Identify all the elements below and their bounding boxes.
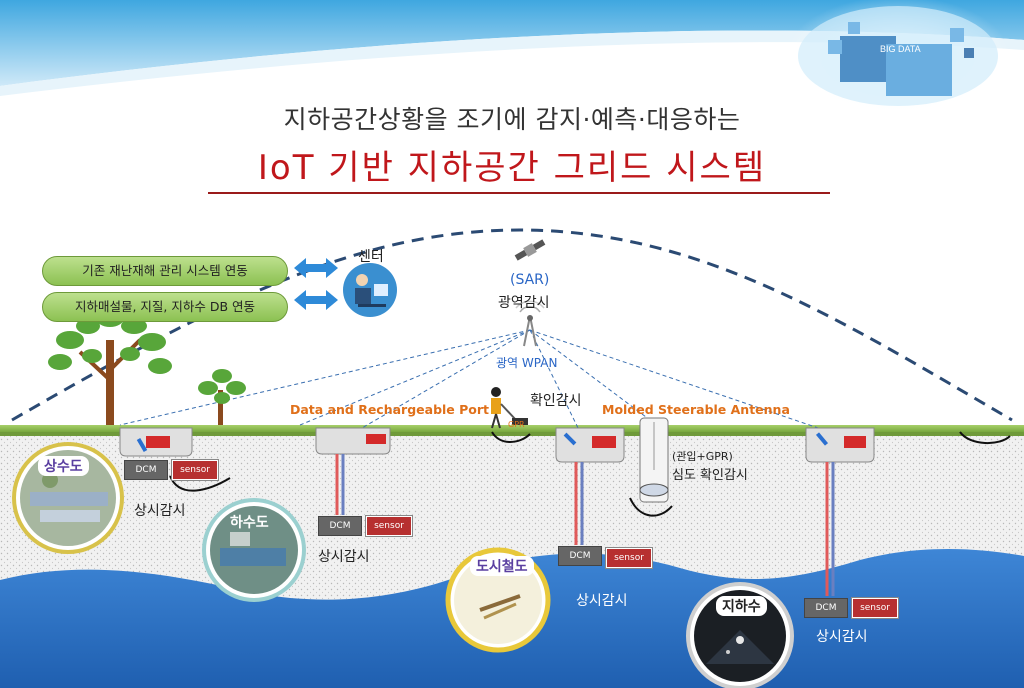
station-4-caption: 상시감시 xyxy=(816,629,868,645)
satellite-icon xyxy=(514,239,546,261)
station-3-housing xyxy=(555,427,625,545)
title-underline xyxy=(208,192,830,194)
facility-groundwater-label: 지하수 xyxy=(716,596,767,616)
page-subtitle: 지하공간상황을 조기에 감지·예측·대응하는 xyxy=(283,105,741,134)
station-4-sensor: sensor xyxy=(852,598,898,618)
gpr-tag: GPR xyxy=(508,420,525,429)
station-4-dcm: DCM xyxy=(804,598,848,618)
wpan-links xyxy=(119,329,831,436)
station-3-caption: 상시감시 xyxy=(576,593,628,609)
sar-label: (SAR) xyxy=(510,272,550,288)
station-2-caption: 상시감시 xyxy=(318,549,370,565)
big-data-label: BIG DATA xyxy=(880,44,921,54)
station-1-housing xyxy=(119,427,193,457)
manhole-gpr-label: (관입+GPR) xyxy=(672,450,733,463)
bidirectional-arrows xyxy=(294,258,338,310)
facility-subway xyxy=(445,547,551,653)
gpr-check-label: 확인감시 xyxy=(530,393,582,409)
tree-large xyxy=(48,309,172,425)
station-2-sensor: sensor xyxy=(366,516,412,536)
wpan-label: 광역 WPAN xyxy=(496,356,558,370)
deep-check-label: 심도 확인감시 xyxy=(672,468,748,483)
station-2-dcm: DCM xyxy=(318,516,362,536)
station-3-sensor: sensor xyxy=(606,548,652,568)
wpan-antenna xyxy=(515,300,545,347)
deep-probe-icon xyxy=(639,417,669,503)
center-label: 센터 xyxy=(358,249,384,265)
station-1-dcm: DCM xyxy=(124,460,168,480)
link-db-pill: 지하매설물, 지질, 지하수 DB 연동 xyxy=(42,292,288,322)
antenna-label: Molded Steerable Antenna xyxy=(602,402,790,417)
station-2-housing xyxy=(315,427,391,515)
wide-area-monitoring-label: 광역감시 xyxy=(498,295,550,311)
station-1-caption: 상시감시 xyxy=(134,503,186,519)
data-port-label: Data and Rechargeable Port xyxy=(290,402,490,417)
station-3-dcm: DCM xyxy=(558,546,602,566)
control-center-icon xyxy=(343,263,397,317)
link-disaster-system-pill: 기존 재난재해 관리 시스템 연동 xyxy=(42,256,288,286)
facility-sewer-label: 하수도 xyxy=(230,515,269,531)
page-title: IoT 기반 지하공간 그리드 시스템 xyxy=(257,148,767,188)
tree-small xyxy=(198,369,246,425)
facility-sewer xyxy=(202,498,306,602)
big-data-illustration: BIG DATA xyxy=(786,0,1010,116)
station-1-sensor: sensor xyxy=(172,460,218,480)
sensor-cables xyxy=(169,431,1011,517)
station-4-housing xyxy=(805,427,875,596)
gpr-operator-icon xyxy=(491,387,528,429)
facility-water-supply-label: 상수도 xyxy=(38,456,89,476)
facility-subway-label: 도시철도 xyxy=(470,556,534,576)
